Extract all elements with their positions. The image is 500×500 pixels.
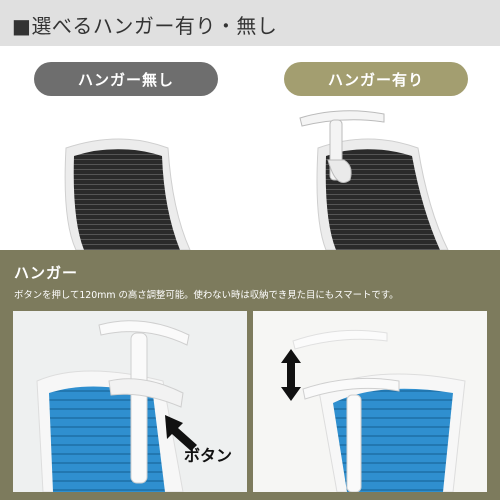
up-down-arrow-icon bbox=[281, 349, 301, 401]
button-callout-label: ボタン bbox=[184, 446, 233, 465]
chair-with-hanger-image bbox=[299, 110, 449, 250]
option-with-hanger-label: ハンガー有り bbox=[327, 70, 424, 89]
option-without-hanger-label: ハンガー無し bbox=[77, 70, 174, 89]
pointing-arrow-icon bbox=[165, 415, 197, 451]
section-title: ■選べるハンガー有り・無し bbox=[12, 14, 278, 38]
hanger-button-detail-image bbox=[13, 311, 247, 492]
option-with-hanger[interactable]: ハンガー有り bbox=[284, 62, 468, 96]
option-without-hanger[interactable]: ハンガー無し bbox=[34, 62, 218, 96]
height-adjust-detail-image bbox=[253, 311, 487, 492]
chair-without-hanger-image bbox=[64, 138, 191, 250]
chair-comparison-image bbox=[64, 110, 449, 250]
panel-description: ボタンを押して120mm の高さ調整可能。使わない時は収納でき見た目にもスマート… bbox=[14, 290, 399, 301]
section-header: ■選べるハンガー有り・無し bbox=[0, 0, 500, 46]
panel-title: ハンガー bbox=[14, 264, 79, 282]
